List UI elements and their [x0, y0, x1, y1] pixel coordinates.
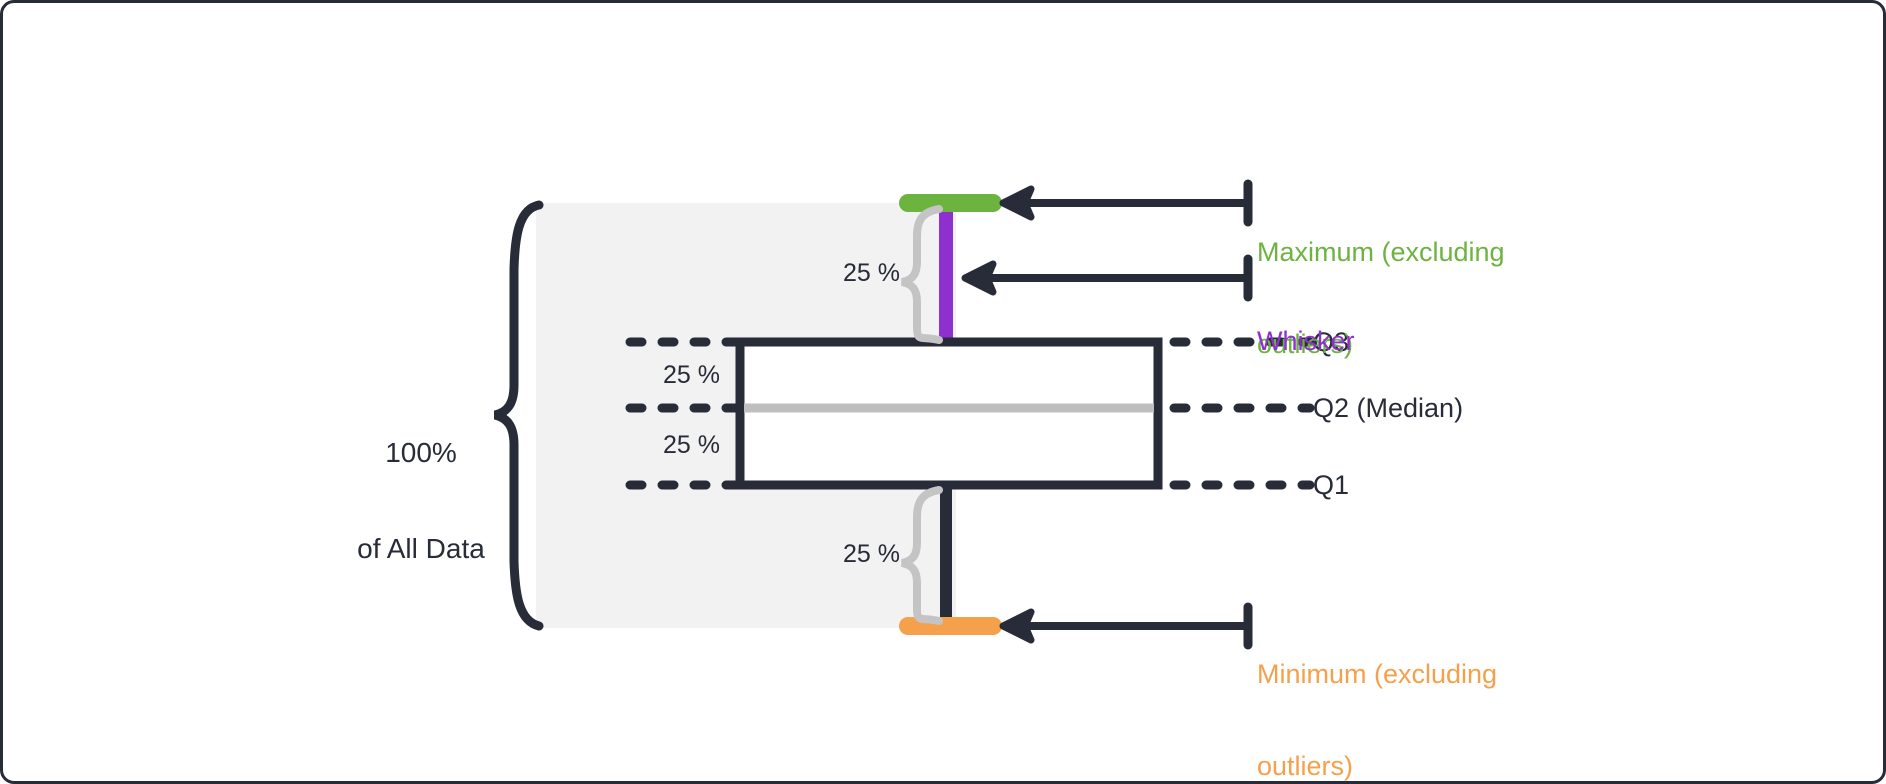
total-data-brace	[493, 200, 544, 631]
minimum-callout-line1: Minimum (excluding	[1257, 658, 1498, 689]
upper-whisker-percent-label: 25 %	[843, 259, 900, 287]
maximum-callout-label: Maximum (excluding outliers)	[1257, 175, 1505, 421]
whisker-leader	[961, 254, 1253, 302]
minimum-callout-line2: outliers)	[1257, 750, 1354, 781]
upper-whisker-brace	[901, 205, 943, 344]
lower-box-percent-label: 25 %	[663, 431, 720, 459]
box-plot-diagram	[493, 179, 1315, 650]
whisker-callout-line1: Whisker	[1257, 325, 1355, 356]
lower-whisker-brace	[901, 486, 943, 625]
upper-box-percent-label: 25 %	[663, 361, 720, 389]
total-data-line2: of All Data	[357, 532, 485, 564]
minimum-leader	[999, 602, 1253, 650]
q3-label: Q3	[1313, 327, 1350, 357]
maximum-leader	[999, 179, 1253, 227]
maximum-callout-line1: Maximum (excluding	[1257, 236, 1505, 267]
total-data-label: 100% of All Data	[346, 373, 496, 628]
interquartile-box	[735, 337, 1163, 490]
q2-median-label: Q2 (Median)	[1313, 393, 1464, 423]
total-data-line1: 100%	[385, 436, 457, 468]
whisker-callout-label: Whisker	[1257, 264, 1355, 418]
lower-whisker-percent-label: 25 %	[843, 540, 900, 568]
q1-label: Q1	[1313, 470, 1350, 500]
maximum-callout-line2: outliers)	[1257, 328, 1354, 359]
minimum-callout-label: Minimum (excluding outliers)	[1257, 597, 1498, 781]
